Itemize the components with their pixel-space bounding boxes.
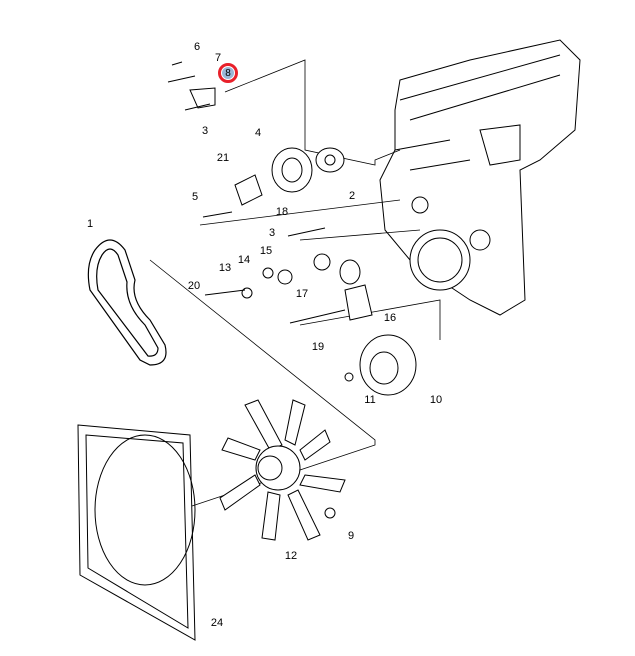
callout-6[interactable]: 6 (193, 41, 201, 53)
callout-3b[interactable]: 3 (268, 227, 276, 239)
pulleys (234, 147, 417, 519)
callout-18[interactable]: 18 (275, 206, 289, 218)
callout-10[interactable]: 10 (429, 394, 443, 406)
callout-21[interactable]: 21 (216, 152, 230, 164)
drive-belt (87, 239, 167, 366)
callout-4[interactable]: 4 (254, 127, 262, 139)
callout-14[interactable]: 14 (237, 254, 251, 266)
engine-block (379, 39, 581, 316)
callout-2[interactable]: 2 (348, 190, 356, 202)
callout-19[interactable]: 19 (311, 341, 325, 353)
callout-17[interactable]: 17 (295, 288, 309, 300)
callout-13[interactable]: 13 (218, 262, 232, 274)
callout-7[interactable]: 7 (214, 52, 222, 64)
callout-8-highlighted[interactable]: 8 (218, 63, 238, 83)
callout-9[interactable]: 9 (347, 530, 355, 542)
callout-8-label: 8 (222, 67, 234, 79)
callout-5[interactable]: 5 (191, 191, 199, 203)
fan-shroud (77, 424, 196, 641)
callout-1[interactable]: 1 (86, 218, 94, 230)
callout-16[interactable]: 16 (383, 312, 397, 324)
callout-12[interactable]: 12 (284, 550, 298, 562)
callout-24[interactable]: 24 (210, 617, 224, 629)
callout-11[interactable]: 11 (364, 394, 376, 406)
bolts (167, 61, 346, 324)
callout-15[interactable]: 15 (259, 245, 273, 257)
callout-20[interactable]: 20 (187, 280, 201, 292)
callout-3[interactable]: 3 (201, 125, 209, 137)
cooling-fan (219, 399, 346, 541)
